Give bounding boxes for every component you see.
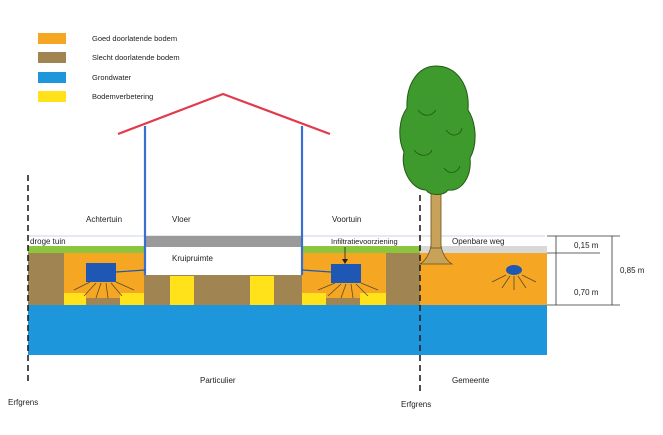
label-openbare-weg: Openbare weg: [452, 237, 504, 246]
legend-label-bodemverbetering: Bodemverbetering: [92, 92, 153, 101]
legend-label-grondwater: Grondwater: [92, 73, 132, 82]
soil-improve-1: [64, 293, 86, 305]
legend-swatch-grondwater: [38, 72, 66, 83]
floor-slab: [145, 236, 302, 247]
soil-improve-2: [120, 293, 144, 305]
label-infiltratievoorziening: Infiltratievoorziening: [331, 237, 398, 246]
legend-swatch-slecht: [38, 52, 66, 63]
label-voortuin: Voortuin: [332, 215, 361, 224]
soil-improve-5: [302, 293, 326, 305]
soil-improve-3: [170, 276, 194, 305]
legend-swatch-bodemverbetering: [38, 91, 66, 102]
label-droge-tuin: droge tuin: [30, 237, 66, 246]
infiltration-pointer-head: [342, 259, 348, 264]
dimension-markers: [547, 235, 620, 306]
grass-right: [302, 246, 420, 253]
legend-label-slecht: Slecht doorlatende bodem: [92, 53, 180, 62]
legend-swatch-goed: [38, 33, 66, 44]
road-surface: [420, 246, 547, 253]
tree-foliage-detail: [413, 109, 463, 173]
crawlspace: [145, 247, 302, 275]
soil-improve-6: [360, 293, 386, 305]
drain-pipe-right: [301, 269, 332, 273]
infiltration-box-left: [86, 263, 116, 282]
infiltration-box-right: [331, 264, 361, 283]
drain-pipe-left: [115, 269, 146, 273]
label-kruipruimte: Kruipruimte: [172, 254, 213, 263]
house-roof: [117, 92, 331, 136]
road-infiltration-rays: [491, 274, 537, 290]
grass-left: [28, 246, 145, 253]
label-vloer: Vloer: [172, 215, 191, 224]
tree: [399, 65, 476, 265]
soil-improve-4: [250, 276, 274, 305]
groundwater: [28, 305, 547, 355]
infiltration-rays-left: [73, 281, 135, 299]
infiltration-rays-right: [317, 282, 379, 299]
road-infiltration-unit: [506, 265, 522, 275]
tree-foliage: [399, 65, 476, 195]
dimension-total: 0,85 m: [620, 266, 645, 275]
label-erfgrens-right: Erfgrens: [401, 400, 431, 409]
label-gemeente: Gemeente: [452, 376, 490, 385]
legend-label-goed: Goed doorlatende bodem: [92, 34, 177, 43]
dimension-d1: 0,15 m: [574, 241, 599, 250]
label-particulier: Particulier: [200, 376, 236, 385]
dimension-d2: 0,70 m: [574, 288, 599, 297]
label-erfgrens-left: Erfgrens: [8, 398, 38, 407]
legend: Goed doorlatende bodem Slecht doorlatend…: [38, 33, 180, 102]
label-achtertuin: Achtertuin: [86, 215, 122, 224]
